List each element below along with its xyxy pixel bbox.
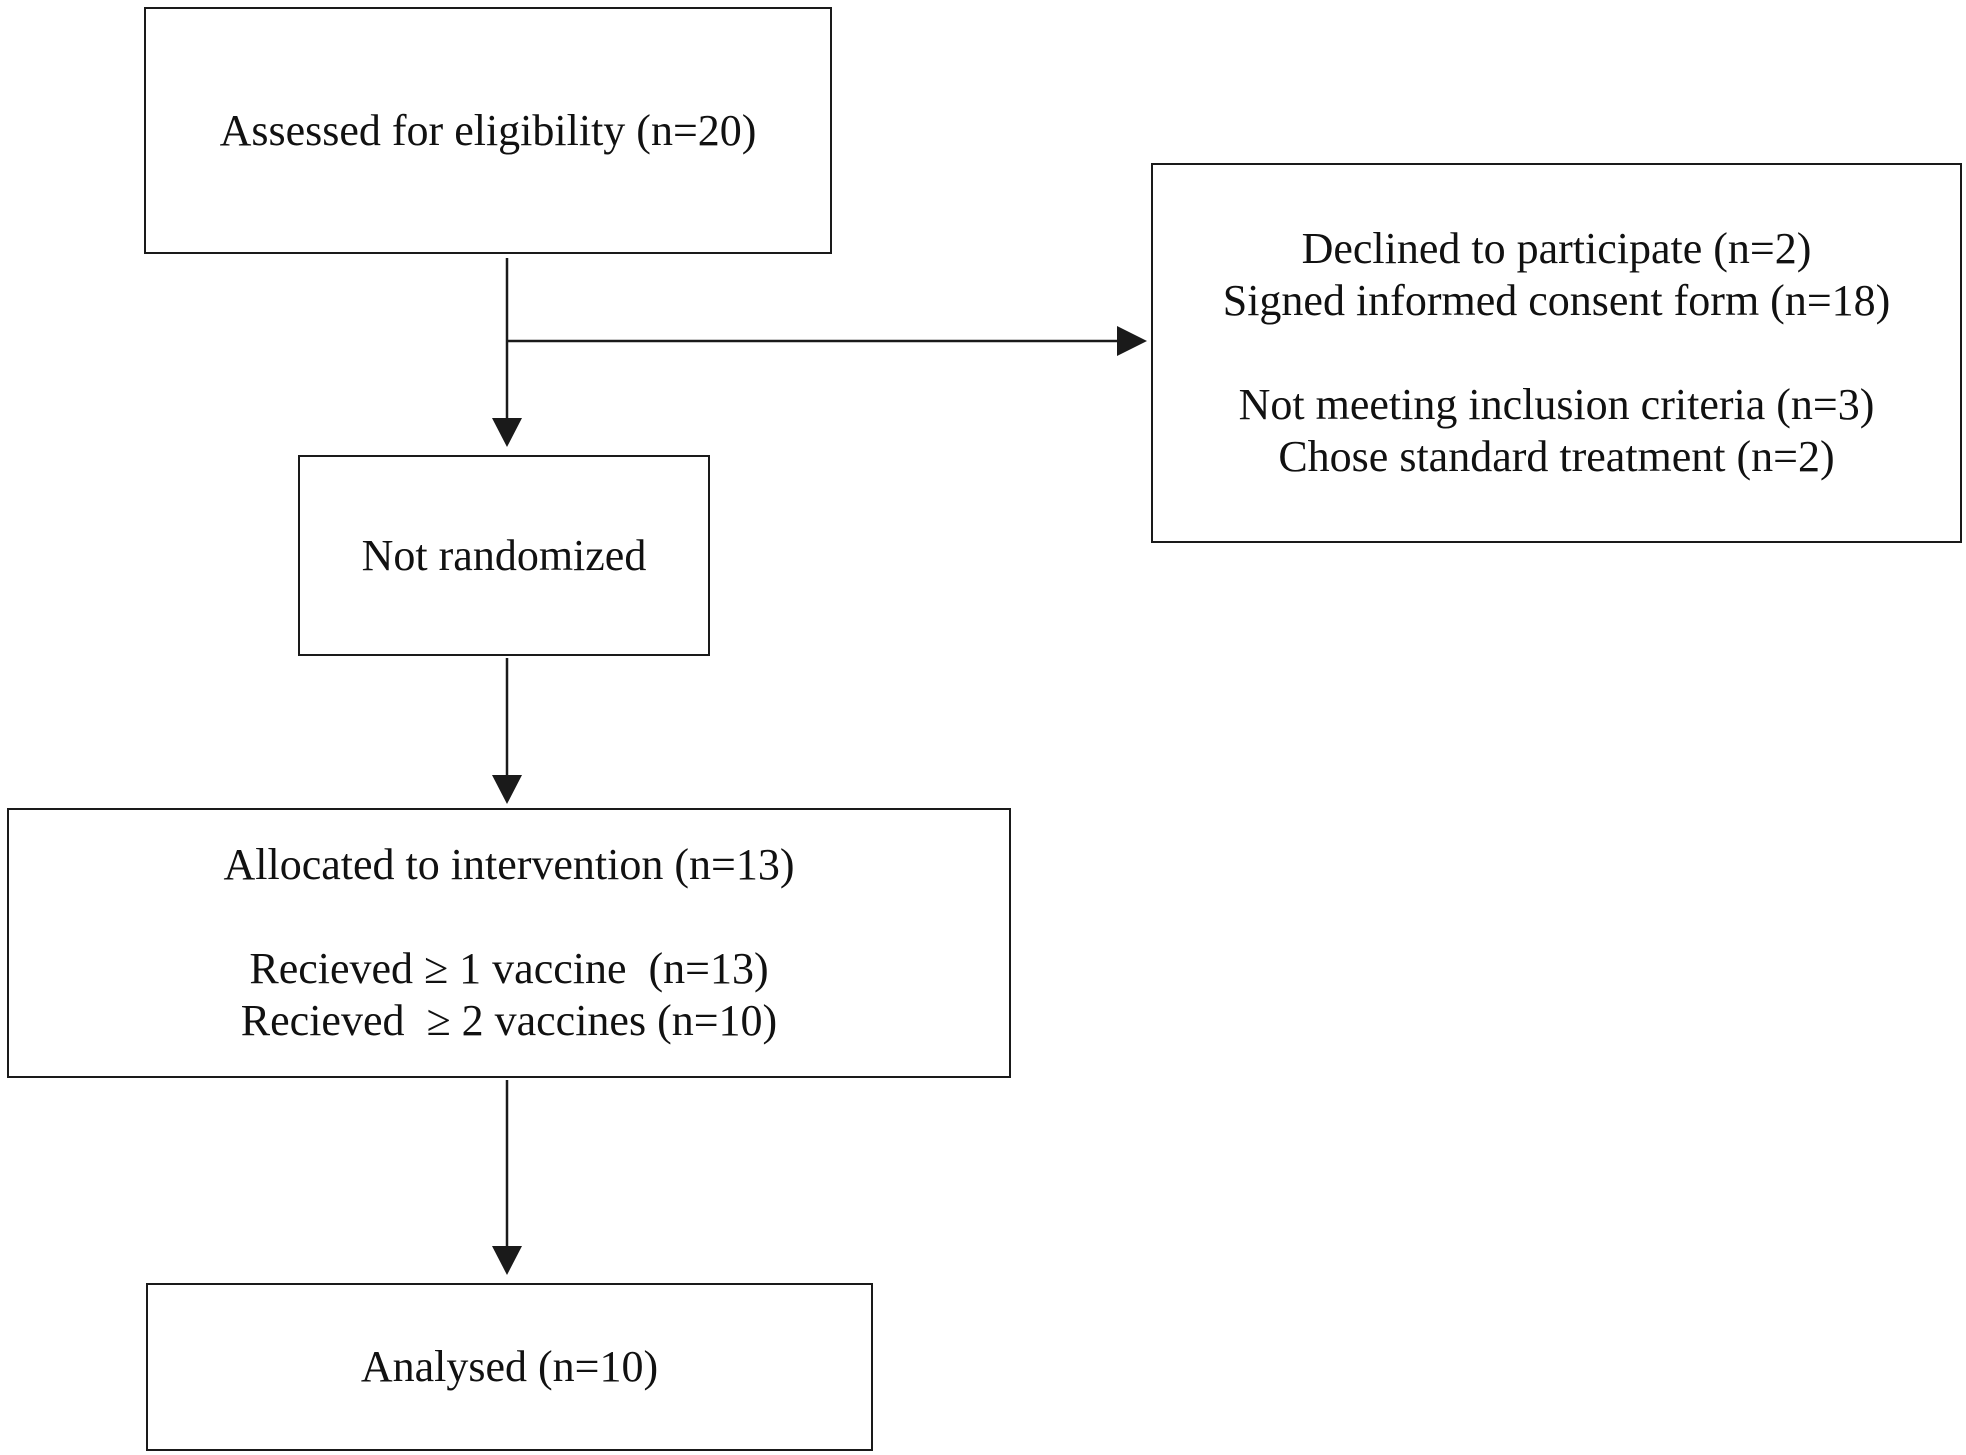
arrowhead-right: [1117, 326, 1147, 356]
not-randomized-label: Not randomized: [361, 530, 647, 580]
analysed-box: Analysed (n=10): [146, 1283, 873, 1451]
eligibility-box: Assessed for eligibility (n=20): [144, 7, 832, 254]
allocated-box: Allocated to intervention (n=13) Recieve…: [7, 808, 1011, 1078]
eligibility-label: Assessed for eligibility (n=20): [219, 105, 757, 155]
not-randomized-box: Not randomized: [298, 455, 710, 656]
declined-label: Declined to participate (n=2): [1301, 224, 1812, 273]
allocated-label: Allocated to intervention (n=13): [223, 840, 795, 889]
received-two-vaccines-label: Recieved ≥ 2 vaccines (n=10): [240, 996, 778, 1045]
analysed-label: Analysed (n=10): [360, 1342, 659, 1391]
not-meeting-criteria-label: Not meeting inclusion criteria (n=3): [1238, 380, 1875, 429]
arrowhead-down-2: [492, 775, 522, 804]
signed-consent-label: Signed informed consent form (n=18): [1222, 276, 1891, 325]
excluded-box: Declined to participate (n=2) Signed inf…: [1151, 163, 1962, 543]
arrowhead-down-3: [492, 1246, 522, 1275]
arrowhead-down-1: [492, 418, 522, 447]
standard-treatment-label: Chose standard treatment (n=2): [1278, 432, 1835, 481]
received-one-vaccine-label: Recieved ≥ 1 vaccine (n=13): [249, 944, 769, 993]
